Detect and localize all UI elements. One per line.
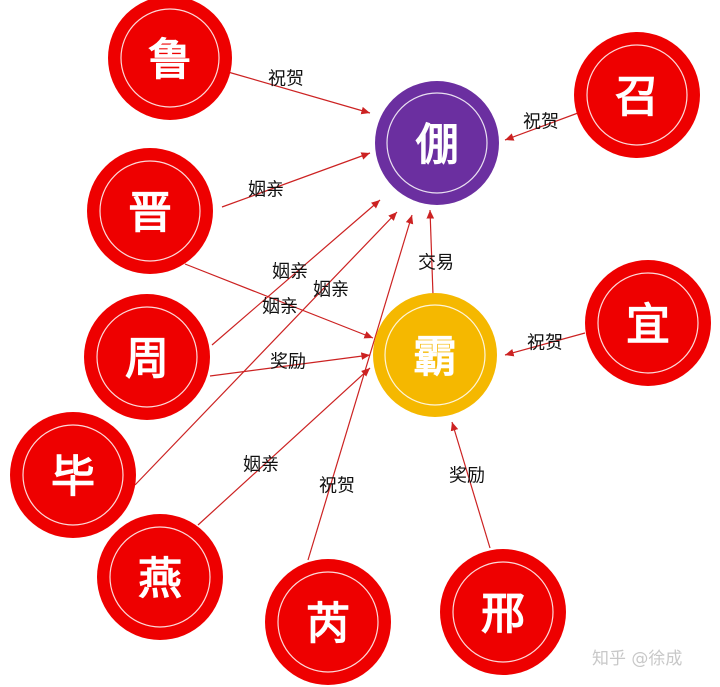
edge-xing-ba	[450, 421, 491, 549]
edge-jin-peng	[221, 152, 371, 208]
node-zhao[interactable]: 召	[574, 32, 700, 158]
edge-yi-ba	[504, 332, 586, 357]
node-rui[interactable]: 芮	[265, 559, 391, 685]
node-label-yi: 宜	[626, 300, 670, 351]
edge-label-lu-peng: 祝贺	[268, 69, 304, 90]
edge-label-yi-ba: 祝贺	[527, 333, 563, 354]
node-zhou[interactable]: 周	[84, 294, 210, 420]
edge-ba-peng	[426, 209, 435, 296]
edge-zhou-ba	[209, 352, 371, 377]
edge-label-jin-ba: 姻亲	[262, 297, 298, 318]
edge-lu-peng	[227, 71, 371, 115]
node-jin[interactable]: 晋	[87, 148, 213, 274]
node-yi[interactable]: 宜	[585, 260, 711, 386]
node-ba[interactable]: 霸	[373, 293, 497, 417]
edge-label-bi-peng: 姻亲	[313, 280, 349, 301]
node-peng[interactable]: 倗	[375, 81, 499, 205]
node-label-peng: 倗	[415, 120, 459, 171]
node-label-zhou: 周	[125, 334, 169, 385]
edge-label-ba-peng: 交易	[418, 253, 454, 274]
edge-rui-peng	[307, 214, 414, 561]
edges-layer	[134, 71, 586, 561]
node-label-lu: 鲁	[148, 35, 192, 86]
node-lu[interactable]: 鲁	[108, 0, 232, 120]
node-yan[interactable]: 燕	[97, 514, 223, 640]
node-label-ba: 霸	[413, 332, 457, 383]
edge-label-zhao-peng: 祝贺	[523, 112, 559, 133]
node-label-zhao: 召	[615, 72, 659, 123]
edge-yan-ba	[197, 367, 371, 526]
edge-label-jin-peng: 姻亲	[248, 180, 284, 201]
edge-label-rui-peng: 祝贺	[319, 476, 355, 497]
node-xing[interactable]: 邢	[440, 549, 566, 675]
edge-label-zhou-peng: 姻亲	[272, 262, 308, 283]
edge-label-xing-ba: 奖励	[449, 466, 485, 487]
node-bi[interactable]: 毕	[10, 412, 136, 538]
edge-labels-layer: 祝贺 祝贺 姻亲 姻亲 姻亲 姻亲 交易 奖励 祝贺 姻亲 祝贺 奖励	[243, 69, 563, 497]
edge-label-zhou-ba: 奖励	[270, 352, 306, 373]
node-label-bi: 毕	[51, 452, 95, 503]
node-label-rui: 芮	[306, 599, 350, 650]
node-label-xing: 邢	[481, 589, 525, 640]
node-label-yan: 燕	[138, 554, 182, 605]
node-label-jin: 晋	[128, 188, 172, 239]
edge-jin-ba	[184, 263, 374, 339]
edge-zhao-peng	[504, 112, 579, 141]
watermark: 知乎 @徐成	[592, 649, 682, 669]
nodes-layer: 鲁 召 倗 晋 周 霸 宜	[10, 0, 711, 685]
edge-label-yan-ba: 姻亲	[243, 455, 279, 476]
edge-bi-peng	[134, 211, 398, 486]
edge-zhou-peng	[211, 199, 381, 346]
